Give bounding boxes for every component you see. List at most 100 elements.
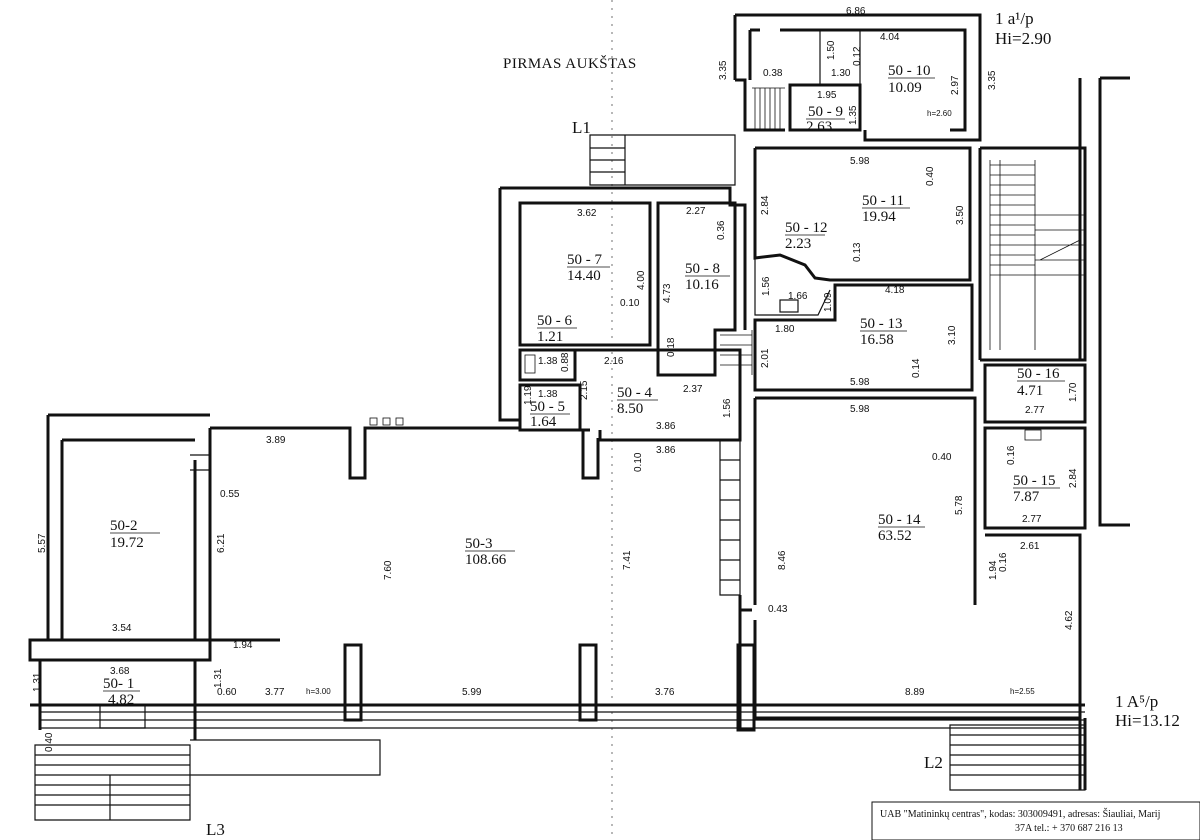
dimension: 2.27 bbox=[686, 206, 706, 217]
dimension: 1.31 bbox=[213, 668, 224, 688]
facade-windows bbox=[40, 711, 1085, 729]
room-50-7-wall bbox=[518, 201, 652, 347]
dimension: 3.86 bbox=[656, 445, 676, 456]
room-id: 50-2 bbox=[110, 518, 138, 534]
vent-3 bbox=[395, 417, 404, 426]
dimension: 3.54 bbox=[112, 623, 132, 634]
stair-tower-steps bbox=[989, 160, 1086, 350]
dimension: 4.00 bbox=[636, 270, 647, 290]
dimension: 2.97 bbox=[950, 75, 961, 95]
dimension: 0.12 bbox=[852, 46, 863, 66]
room-id: 50-3 bbox=[465, 536, 493, 552]
room-id: 50 - 4 bbox=[617, 385, 652, 401]
ceiling-height-label: h=3.00 bbox=[306, 687, 331, 696]
dimension: 5.57 bbox=[37, 533, 48, 553]
dimension: 0.38 bbox=[763, 68, 783, 79]
room-area: 7.87 bbox=[1013, 489, 1040, 505]
dimension: 6.21 bbox=[216, 533, 227, 553]
dimension: 8.89 bbox=[905, 687, 925, 698]
room-area: 1.21 bbox=[537, 329, 563, 345]
front-facade bbox=[30, 660, 1085, 740]
right-outer-wall bbox=[1098, 76, 1130, 527]
top-stairs bbox=[752, 87, 785, 130]
room-50-3-right-wall bbox=[738, 595, 752, 728]
dimension: 0.36 bbox=[716, 220, 727, 240]
dimension: 1.50 bbox=[826, 40, 837, 60]
vent-2 bbox=[382, 417, 391, 426]
dimension: 1.19 bbox=[523, 385, 534, 405]
dimension: 3.68 bbox=[110, 666, 130, 677]
dimension: 5.98 bbox=[850, 377, 870, 388]
room-id: 50 - 11 bbox=[862, 193, 904, 209]
dimension: 1.09 bbox=[823, 292, 834, 312]
dimension: 4.04 bbox=[880, 32, 900, 43]
annex-partition bbox=[819, 30, 861, 130]
room-id: 50 - 7 bbox=[567, 252, 602, 268]
room-id: 50 - 13 bbox=[860, 316, 903, 332]
bottom-level-label: 1 A⁵/p bbox=[1115, 692, 1158, 711]
dimension: 0.60 bbox=[217, 687, 237, 698]
entry-door bbox=[99, 704, 146, 729]
dimension: 1.94 bbox=[233, 640, 253, 651]
room-area: 2.63 bbox=[806, 119, 832, 135]
entrance-l3-stairs bbox=[34, 744, 191, 821]
column-2 bbox=[578, 643, 598, 722]
room-id: 50 - 6 bbox=[537, 313, 572, 329]
room-area: 108.66 bbox=[465, 552, 507, 568]
dimension: 8.46 bbox=[777, 550, 788, 570]
entrance-l2-label: L2 bbox=[924, 753, 943, 772]
room-id: 50 - 15 bbox=[1013, 473, 1056, 489]
room-area: 4.82 bbox=[108, 692, 134, 708]
walls bbox=[28, 0, 1130, 840]
room-id: 50 - 8 bbox=[685, 261, 720, 277]
dimension: 2.77 bbox=[1025, 405, 1045, 416]
dimension: 3.62 bbox=[577, 208, 597, 219]
dimension: 3.89 bbox=[266, 435, 286, 446]
dimension: 3.35 bbox=[987, 70, 998, 90]
room-area: 14.40 bbox=[567, 268, 601, 284]
dimension: 2.15 bbox=[579, 380, 590, 400]
room-50-11-wall bbox=[753, 146, 972, 282]
dimension: 3.10 bbox=[947, 325, 958, 345]
room-area: 10.09 bbox=[888, 80, 922, 96]
room-50-3-top-wall bbox=[208, 426, 600, 642]
inner-stairs bbox=[720, 330, 753, 375]
dimension: 1.94 bbox=[988, 560, 999, 580]
room-area: 19.72 bbox=[110, 535, 144, 551]
dimension: 5.98 bbox=[850, 156, 870, 167]
dimension: 5.98 bbox=[850, 404, 870, 415]
room-area: 19.94 bbox=[862, 209, 896, 225]
footer-line-2: 37A tel.: + 370 687 216 13 bbox=[1015, 823, 1123, 834]
stairs-ramp bbox=[719, 439, 741, 596]
dimension: 1.56 bbox=[722, 398, 733, 418]
dimension: 2.84 bbox=[760, 195, 771, 215]
room-id: 50 - 16 bbox=[1017, 366, 1060, 382]
room-area: 16.58 bbox=[860, 332, 894, 348]
rooms-7-8-outer-wall bbox=[498, 186, 747, 422]
entrance-l1-stairs bbox=[589, 134, 736, 186]
column-1 bbox=[343, 643, 363, 722]
dimension: 1.80 bbox=[775, 324, 795, 335]
room-area: 10.16 bbox=[685, 277, 719, 293]
dimension: 4.62 bbox=[1064, 610, 1075, 630]
room-area: 63.52 bbox=[878, 528, 912, 544]
footer-line-1: UAB "Matininkų centras", kodas: 30300949… bbox=[880, 808, 1160, 820]
dimension: 2.16 bbox=[604, 356, 624, 367]
top-annex-wall bbox=[733, 13, 982, 142]
room-50-12-wall bbox=[754, 258, 831, 316]
room-id: 50 - 5 bbox=[530, 399, 565, 415]
dimension: 1.38 bbox=[538, 389, 558, 400]
dimension: 0.55 bbox=[220, 489, 240, 500]
dimension: 1.70 bbox=[1068, 382, 1079, 402]
dimension: 3.35 bbox=[718, 60, 729, 80]
dimension: 0.40 bbox=[925, 166, 936, 186]
room-id: 50- 1 bbox=[103, 676, 134, 692]
dimension: 6.86 bbox=[846, 6, 866, 17]
room-labels: 50 - 10 10.09 50 - 9 2.63 50 - 11 19.94 … bbox=[103, 63, 1065, 708]
vestibule-wall bbox=[28, 638, 212, 662]
ceiling-height-label: h=2.55 bbox=[1010, 687, 1035, 696]
dimension: 1.56 bbox=[761, 276, 772, 296]
dimension: 0.10 bbox=[633, 452, 644, 472]
dimension: 5.78 bbox=[954, 495, 965, 515]
